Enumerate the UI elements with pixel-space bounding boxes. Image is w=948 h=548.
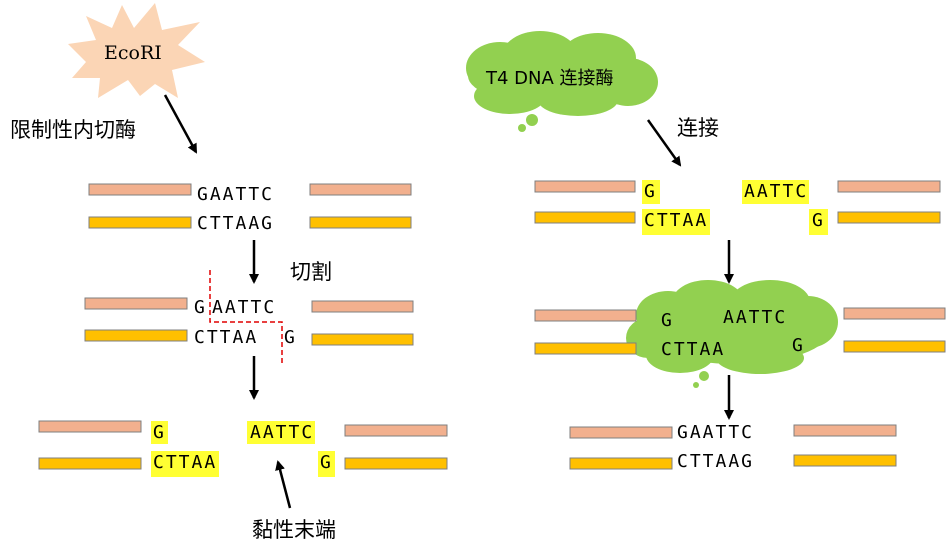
arrow-sticky-label [275,460,292,509]
sticky-label: 黏性末端 [252,518,336,542]
joined-bottom: CTTAAG [677,451,755,472]
strand-bottom-left-r2 [534,342,637,355]
strand-top-left-2 [84,297,188,310]
strand-bottom-right-1 [309,216,412,229]
cloud-bottom-right: G [792,335,805,356]
strand-top-left-r2 [534,309,637,322]
strand-top-left-r3 [569,426,673,439]
strand-bottom-right-r1 [837,211,941,224]
enzyme-label: 限制性内切酶 [10,118,136,142]
strand-top-left-3 [38,420,142,433]
sticky-bottom-right: G [318,451,335,477]
cloud-top-right: AATTC [723,307,788,328]
r-sticky-top-right: AATTC [742,180,810,204]
cut-line [209,270,283,366]
cut-label: 切割 [290,260,332,284]
strand-bottom-left-r1 [534,211,636,224]
strand-top-right-3 [344,424,448,437]
strand-bottom-left-3 [38,457,142,470]
strand-top-right-1 [309,183,412,196]
seq-bottom-intact: CTTAAG [197,213,275,234]
ligation-cloud [626,280,838,388]
strand-bottom-right-r3 [793,454,897,467]
strand-bottom-left-2 [84,329,188,342]
strand-top-left-r1 [534,180,636,193]
seq-cut-top-right: AATTC [212,297,277,318]
arrow-enzyme-to-dna [163,94,198,154]
arrow-ligase-to-dna [646,119,682,167]
seq-cut-bottom-right: G [284,327,297,348]
seq-cut-top-left: G [194,297,207,318]
cloud-top-left: G [661,310,674,331]
sticky-bottom-left: CTTAA [151,451,220,477]
sticky-top-left: G [151,421,168,444]
strand-top-right-r2 [843,307,946,320]
strand-top-left-1 [88,183,192,196]
strand-bottom-left-1 [88,216,192,229]
ligase-name: T4 DNA 连接酶 [486,68,614,89]
r-sticky-bottom-left: CTTAA [642,209,711,235]
seq-cut-bottom-left: CTTAA [194,327,259,348]
strand-bottom-left-r3 [569,457,673,470]
ligase-cloud [466,31,658,132]
r-sticky-top-left: G [642,180,660,204]
sticky-top-right: AATTC [247,421,316,444]
strand-bottom-right-2 [311,333,414,346]
seq-top-intact: GAATTC [197,184,275,205]
strand-bottom-right-3 [344,457,448,470]
starburst-shape [68,3,205,98]
strand-top-right-r3 [793,424,897,437]
strand-bottom-right-r2 [843,340,946,353]
cloud-bottom-left: CTTAA [661,339,726,360]
strand-top-right-2 [311,300,414,313]
enzyme-name: EcoRI [104,42,162,64]
r-sticky-bottom-right: G [809,209,828,235]
ligate-label: 连接 [677,116,719,140]
strand-top-right-r1 [837,180,941,193]
joined-top: GAATTC [677,422,755,443]
